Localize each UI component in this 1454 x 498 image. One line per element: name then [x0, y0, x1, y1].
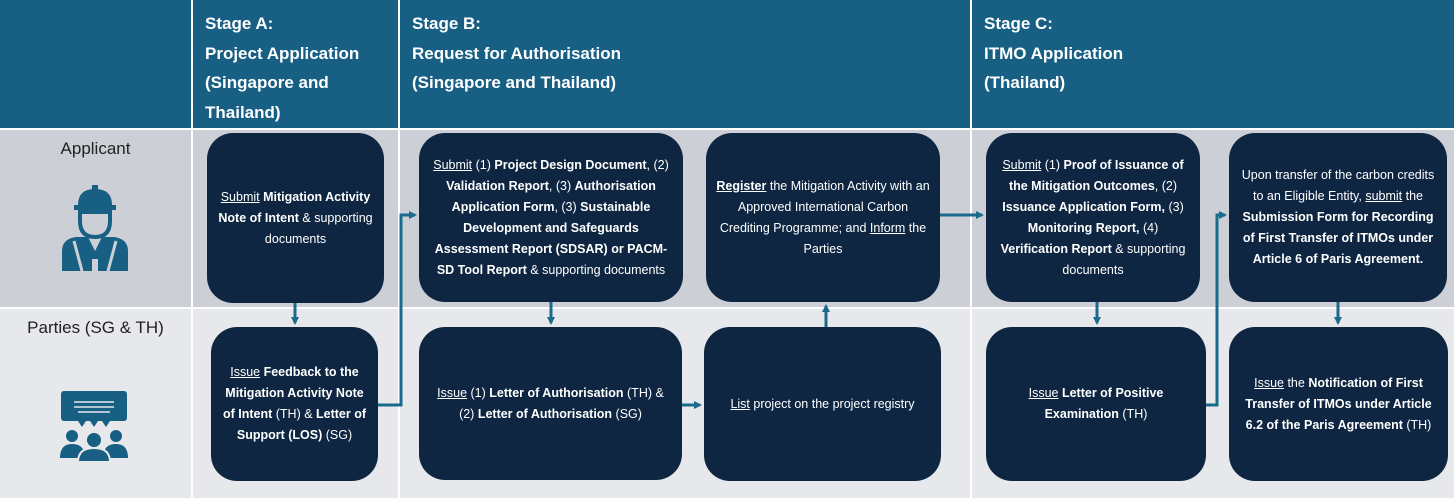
- box-text-segment: (1): [467, 385, 490, 400]
- box-text-segment: Register: [716, 178, 767, 193]
- box-text-segment: Letter of Positive Examination: [1044, 386, 1164, 421]
- box-text-segment: List: [730, 396, 750, 411]
- box-text-segment: the: [1402, 189, 1424, 203]
- box-text-segment: , (2): [1154, 178, 1178, 193]
- box-text-segment: Issuance Application Form,: [1002, 199, 1165, 214]
- box-text-segment: Mitigation Activity Note of Intent: [218, 189, 371, 225]
- box-text: Submit Mitigation Activity Note of Inten…: [217, 187, 374, 250]
- box-text-segment: (1): [1041, 157, 1064, 172]
- box-register-mitigation-activity: Register the Mitigation Activity with an…: [706, 133, 940, 302]
- header-corner: [0, 0, 191, 128]
- box-text-segment: Monitoring Report,: [1027, 220, 1140, 235]
- box-issue-letters-of-authorisation: Issue (1) Letter of Authorisation (TH) &…: [419, 327, 682, 480]
- box-text: Upon transfer of the carbon credits to a…: [1239, 165, 1437, 270]
- box-text-segment: the Parties: [803, 220, 927, 256]
- box-text-segment: & supporting documents: [264, 210, 373, 246]
- box-text: Issue Feedback to the Mitigation Activit…: [221, 362, 368, 446]
- box-text-segment: Submit: [220, 189, 260, 204]
- parties-label: Parties (SG & TH): [27, 318, 164, 337]
- box-text-segment: the: [1283, 375, 1309, 390]
- box-text-segment: Issue: [437, 385, 468, 400]
- box-text-segment: Upon transfer of the carbon credits to a…: [1241, 168, 1435, 203]
- box-text-segment: (SG): [612, 406, 642, 421]
- box-submit-first-transfer-form: Upon transfer of the carbon credits to a…: [1229, 133, 1447, 302]
- stage-a-header: Stage A: Project Application (Singapore …: [193, 0, 398, 128]
- box-submit-issuance-docs: Submit (1) Proof of Issuance of the Miti…: [986, 133, 1200, 302]
- box-text-segment: , (3): [554, 199, 581, 214]
- box-text-segment: , (3): [548, 178, 575, 193]
- box-text-segment: Submission Form for Recording of First T…: [1242, 210, 1434, 266]
- divider: [191, 0, 193, 498]
- box-text-segment: & supporting documents: [526, 262, 666, 277]
- box-text-segment: Proof of Issuance of the Mitigation Outc…: [1008, 157, 1184, 193]
- stage-c-header: Stage C: ITMO Application (Thailand): [972, 0, 1454, 128]
- box-issue-first-transfer-notification: Issue the Notification of First Transfer…: [1229, 327, 1448, 481]
- box-text-segment: (1): [472, 157, 495, 172]
- box-text-segment: project on the project registry: [749, 396, 915, 411]
- box-text: Submit (1) Proof of Issuance of the Miti…: [996, 155, 1190, 281]
- box-text-segment: Submit: [1002, 157, 1042, 172]
- box-text-segment: Project Design Document: [494, 157, 647, 172]
- box-text: Issue the Notification of First Transfer…: [1239, 373, 1438, 436]
- worker-icon: [62, 185, 128, 271]
- box-text-segment: Issue: [230, 365, 261, 379]
- box-text: Submit (1) Project Design Document, (2) …: [429, 155, 673, 281]
- divider: [398, 0, 400, 498]
- box-submit-authorisation-docs: Submit (1) Project Design Document, (2) …: [419, 133, 683, 302]
- box-text-segment: Feedback to the Mitigation Activity Note…: [222, 365, 364, 421]
- box-text-segment: (3): [1165, 199, 1184, 214]
- box-text-segment: (TH) & (2): [459, 385, 664, 421]
- stage-a-line: (Singapore and: [205, 73, 329, 92]
- stage-a-line: Thailand): [205, 102, 281, 122]
- box-text-segment: (TH) &: [272, 407, 317, 421]
- box-text: List project on the project registry: [730, 394, 914, 415]
- box-issue-positive-examination: Issue Letter of Positive Examination (TH…: [986, 327, 1206, 481]
- stage-a-title: Stage A:: [205, 14, 274, 33]
- group-discussion-icon: [60, 391, 128, 462]
- box-text-segment: the Mitigation Activity with an Approved…: [719, 178, 930, 235]
- stage-c-title: Stage C:: [984, 14, 1053, 33]
- box-text-segment: (4): [1139, 220, 1159, 235]
- stage-b-line: (Singapore and Thailand): [412, 73, 617, 92]
- box-text-segment: (TH): [1118, 407, 1148, 421]
- divider: [970, 0, 972, 498]
- box-text-segment: Verification Report: [1000, 241, 1112, 256]
- stage-c-line: (Thailand): [984, 73, 1066, 92]
- box-text-segment: Sustainable Development and Safeguards A…: [434, 199, 668, 277]
- stage-b-line: Request for Authorisation: [412, 43, 622, 63]
- box-text-segment: Validation Report: [446, 178, 549, 193]
- box-text-segment: Authorisation Application Form: [451, 178, 656, 214]
- box-text-segment: Submit: [433, 157, 473, 172]
- box-text-segment: Inform: [869, 220, 906, 235]
- stage-b-title: Stage B:: [412, 14, 481, 33]
- applicant-label: Applicant: [60, 139, 131, 158]
- box-issue-feedback-los: Issue Feedback to the Mitigation Activit…: [211, 327, 378, 481]
- box-text: Register the Mitigation Activity with an…: [716, 176, 930, 260]
- box-text-segment: , (2): [646, 157, 669, 172]
- box-list-project-registry: List project on the project registry: [704, 327, 941, 481]
- box-text-segment: & supporting documents: [1062, 241, 1186, 277]
- box-text-segment: Letter of Authorisation: [489, 385, 624, 400]
- box-text-segment: Issue: [1254, 375, 1284, 390]
- stage-b-header: Stage B: Request for Authorisation (Sing…: [400, 0, 970, 128]
- box-text-segment: submit: [1365, 189, 1403, 203]
- box-text: Issue (1) Letter of Authorisation (TH) &…: [429, 383, 672, 425]
- stage-a-line: Project Application: [205, 43, 360, 63]
- box-text-segment: Notification of First Transfer of ITMOs …: [1245, 375, 1432, 432]
- box-text-segment: Letter of Authorisation: [477, 406, 613, 421]
- stage-c-line: ITMO Application: [984, 43, 1124, 63]
- box-text: Issue Letter of Positive Examination (TH…: [996, 383, 1196, 425]
- box-submit-note-of-intent: Submit Mitigation Activity Note of Inten…: [207, 133, 384, 303]
- box-text-segment: Letter of Support (LOS): [236, 407, 367, 442]
- box-text-segment: (SG): [322, 428, 353, 442]
- box-text-segment: Issue: [1028, 386, 1059, 400]
- box-text-segment: (TH): [1402, 417, 1432, 432]
